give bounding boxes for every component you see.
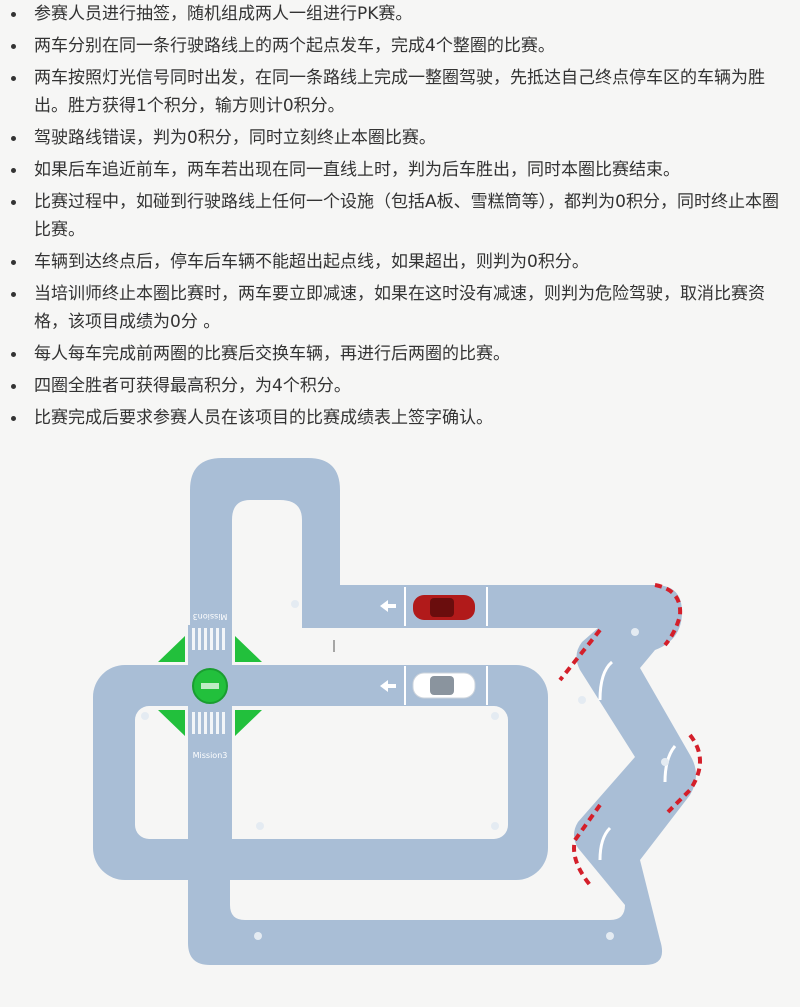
arrow-icon: [158, 710, 185, 736]
crosswalk-top: [192, 628, 225, 650]
start-lines: [404, 587, 488, 705]
rule-item: 驾驶路线错误，判为0积分，同时立刻终止本圈比赛。: [0, 124, 790, 152]
rule-item: 如果后车追近前车，两车若出现在同一直线上时，判为后车胜出，同时本圈比赛结束。: [0, 156, 790, 184]
direction-arrows: [380, 600, 396, 692]
rules-list: 参赛人员进行抽签，随机组成两人一组进行PK赛。 两车分别在同一条行驶路线上的两个…: [0, 0, 790, 436]
track-map: Mission3 Mission3: [93, 458, 702, 965]
arrow-icon: [158, 636, 185, 662]
mission-label-top: Mission3: [193, 612, 228, 621]
rule-item: 比赛过程中，如碰到行驶路线上任何一个设施（包括A板、雪糕筒等），都判为0积分，同…: [0, 188, 790, 244]
curve-arrow-icon: [598, 660, 614, 701]
rule-item: 当培训师终止本圈比赛时，两车要立即减速，如果在这时没有减速，则判为危险驾驶，取消…: [0, 280, 790, 336]
signal-light-bar: [201, 683, 219, 689]
rule-item: 四圈全胜者可获得最高积分，为4个积分。: [0, 372, 790, 400]
signal-arrows: [158, 636, 262, 736]
mission-label-bottom: Mission3: [193, 751, 228, 760]
arrow-icon: [235, 636, 262, 662]
left-arrow-icon: [380, 680, 396, 692]
rule-item: 参赛人员进行抽签，随机组成两人一组进行PK赛。: [0, 0, 790, 28]
white-car: [412, 672, 476, 699]
cone-dots: [141, 600, 669, 940]
curve-arrow-icon: [598, 826, 612, 861]
crosswalk-bottom: [192, 712, 225, 734]
rule-item: 比赛完成后要求参赛人员在该项目的比赛成绩表上签字确认。: [0, 404, 790, 432]
curb-markings: [558, 583, 702, 887]
rule-item: 两车分别在同一条行驶路线上的两个起点发车，完成4个整圈的比赛。: [0, 32, 790, 60]
red-car: [413, 595, 475, 620]
arrow-icon: [235, 710, 262, 736]
track-vertical-road: [188, 625, 232, 865]
rule-item: 两车按照灯光信号同时出发，在同一条路线上完成一整圈驾驶，先抵达自己终点停车区的车…: [0, 64, 790, 120]
left-arrow-icon: [380, 600, 396, 612]
rule-item: 车辆到达终点后，停车后车辆不能超出起点线，如果超出，则判为0积分。: [0, 248, 790, 276]
rule-item: 每人每车完成前两圈的比赛后交换车辆，再进行后两圈的比赛。: [0, 340, 790, 368]
